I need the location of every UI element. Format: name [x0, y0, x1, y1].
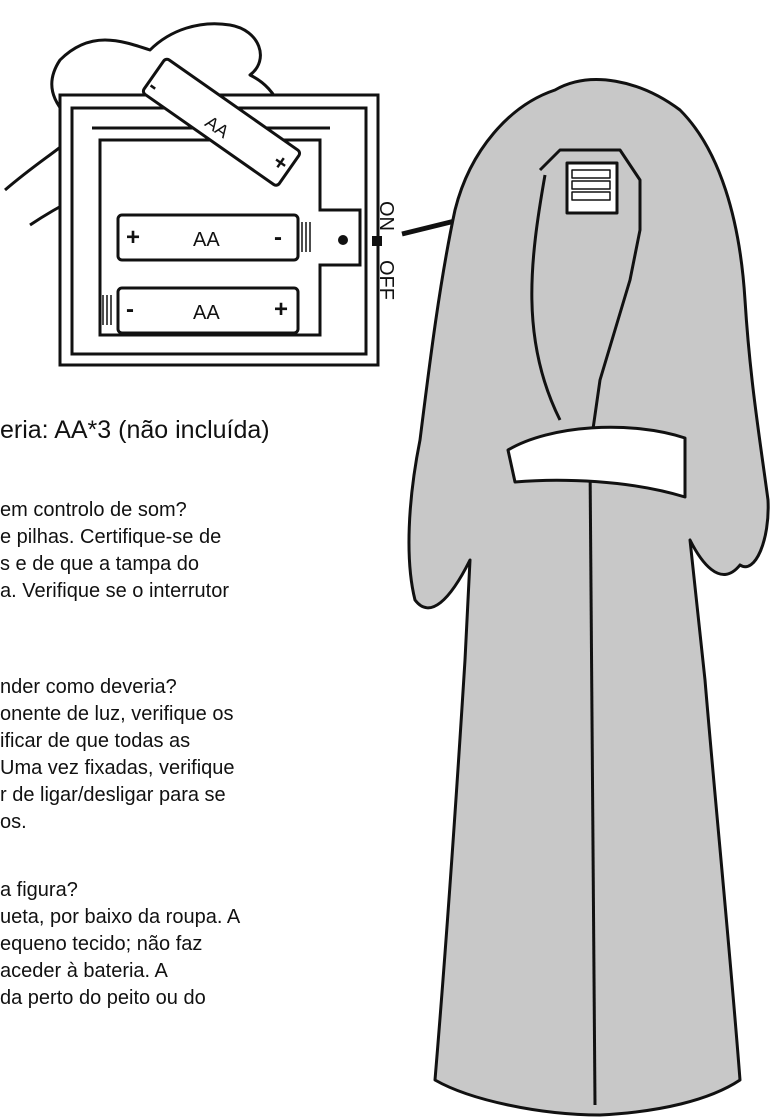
faq-line: onente de luz, verifique os: [0, 703, 234, 725]
faq-line: ueta, por baixo da roupa. A: [0, 906, 241, 928]
spring-contacts: [102, 222, 311, 325]
faq-line: a. Verifique se o interrutor: [0, 580, 230, 602]
faq-line: equeno tecido; não faz: [0, 933, 203, 955]
faq-line: r de ligar/desligar para se: [0, 784, 226, 806]
faq-line: e pilhas. Certifique-se de: [0, 526, 222, 548]
faq-line: da perto do peito ou do: [0, 987, 206, 1009]
aa-cell-2: [116, 286, 300, 335]
faq-line: aceder à bateria. A: [0, 960, 168, 982]
cell-1-label: AA: [193, 229, 220, 251]
cell-2-plus: +: [274, 296, 289, 323]
power-switch: [372, 236, 382, 246]
cell-1-minus: -: [274, 224, 282, 251]
faq-line: s e de que a tampa do: [0, 553, 200, 575]
cell-2-label: AA: [193, 302, 220, 324]
switch-off-label: OFF: [375, 260, 397, 300]
faq-line: os.: [0, 811, 27, 833]
aa-cell-1: [116, 213, 300, 262]
battery-spec: eria: AA*3 (não incluída): [0, 416, 270, 444]
faq-line: em controlo de som?: [0, 499, 187, 521]
aa-cell-in-hand: [141, 57, 302, 187]
cell-2-minus: -: [126, 296, 134, 323]
cell-1-plus: +: [126, 224, 141, 251]
faq-line: Uma vez fixadas, verifique: [0, 757, 235, 779]
faq-line: nder como deveria?: [0, 676, 177, 698]
robe-figure: [407, 78, 770, 1117]
faq-line: ificar de que todas as: [0, 730, 191, 752]
switch-on-label: ON: [375, 201, 397, 231]
tray-screw: [338, 235, 348, 245]
faq-line: a figura?: [0, 879, 78, 901]
